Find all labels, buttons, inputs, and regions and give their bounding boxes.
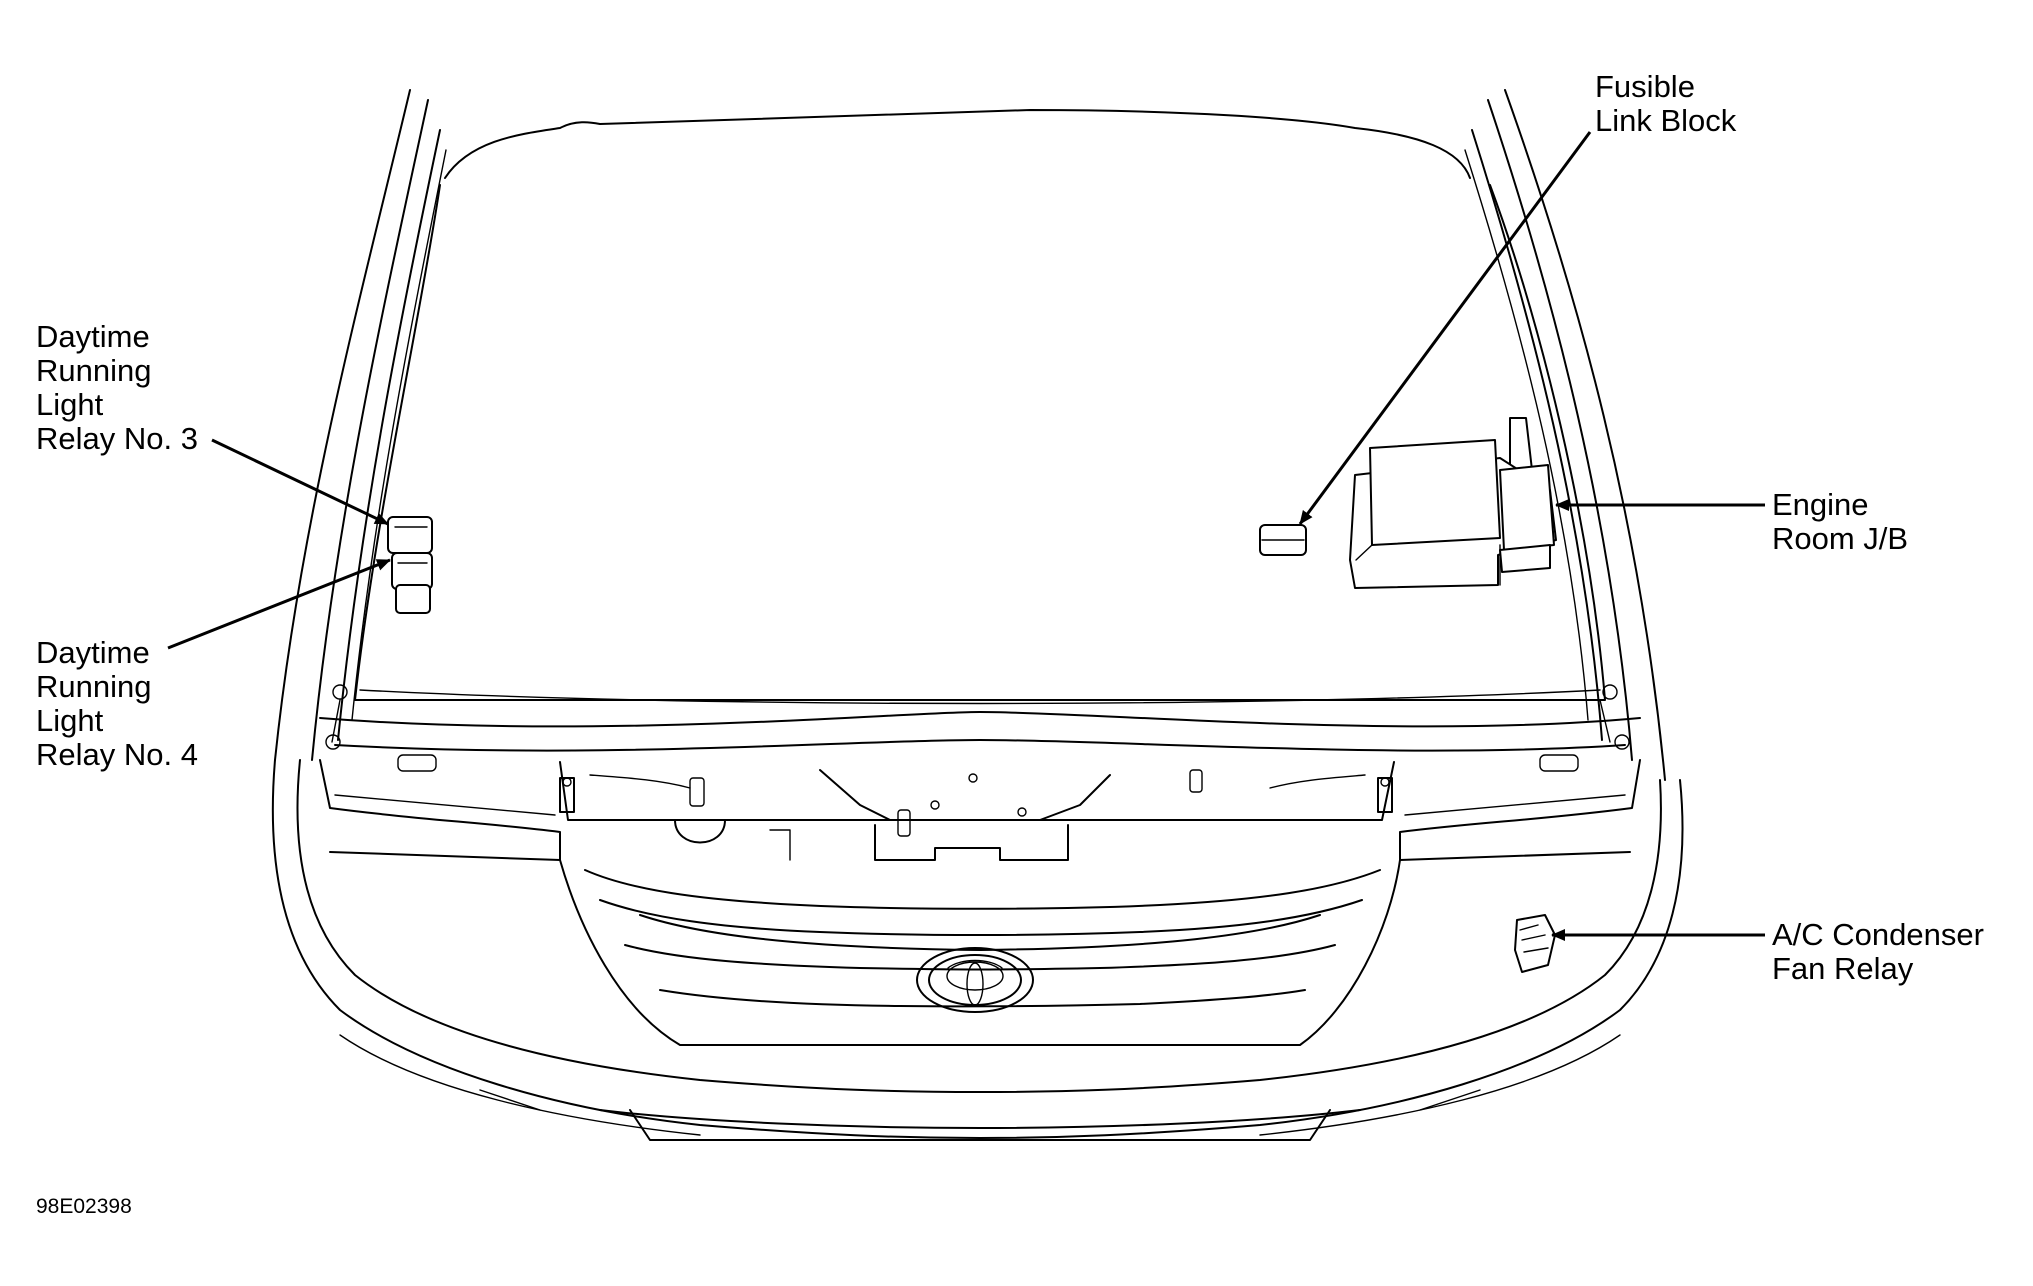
leader-drl3 xyxy=(211,438,389,526)
leader-drl4 xyxy=(167,558,391,650)
right-fender xyxy=(1464,89,1666,781)
headlamps xyxy=(319,759,1641,861)
leader-fusible xyxy=(1298,131,1592,525)
drl-relay-block xyxy=(387,516,433,614)
label-ac-condenser-fan-relay: A/C Condenser Fan Relay xyxy=(1772,917,1984,986)
engine-room-jb xyxy=(1349,417,1557,589)
grille xyxy=(559,859,1401,1046)
figure-code: 98E02398 xyxy=(36,1195,132,1218)
leader-lines xyxy=(167,131,1765,941)
label-drl-relay-3: Daytime Running Light Relay No. 3 xyxy=(36,319,198,456)
left-fender xyxy=(274,89,447,761)
hood xyxy=(354,109,1606,705)
label-fusible-link-block: Fusible Link Block xyxy=(1595,69,1737,138)
radiator-support xyxy=(319,684,1641,861)
front-bumper xyxy=(271,759,1684,1141)
ac-condenser-fan-relay xyxy=(1514,914,1556,973)
label-engine-room-jb: Engine Room J/B xyxy=(1772,487,1909,556)
label-drl-relay-4: Daytime Running Light Relay No. 4 xyxy=(36,635,198,772)
toyota-emblem xyxy=(916,947,1034,1013)
fusible-link-block xyxy=(1259,524,1307,556)
